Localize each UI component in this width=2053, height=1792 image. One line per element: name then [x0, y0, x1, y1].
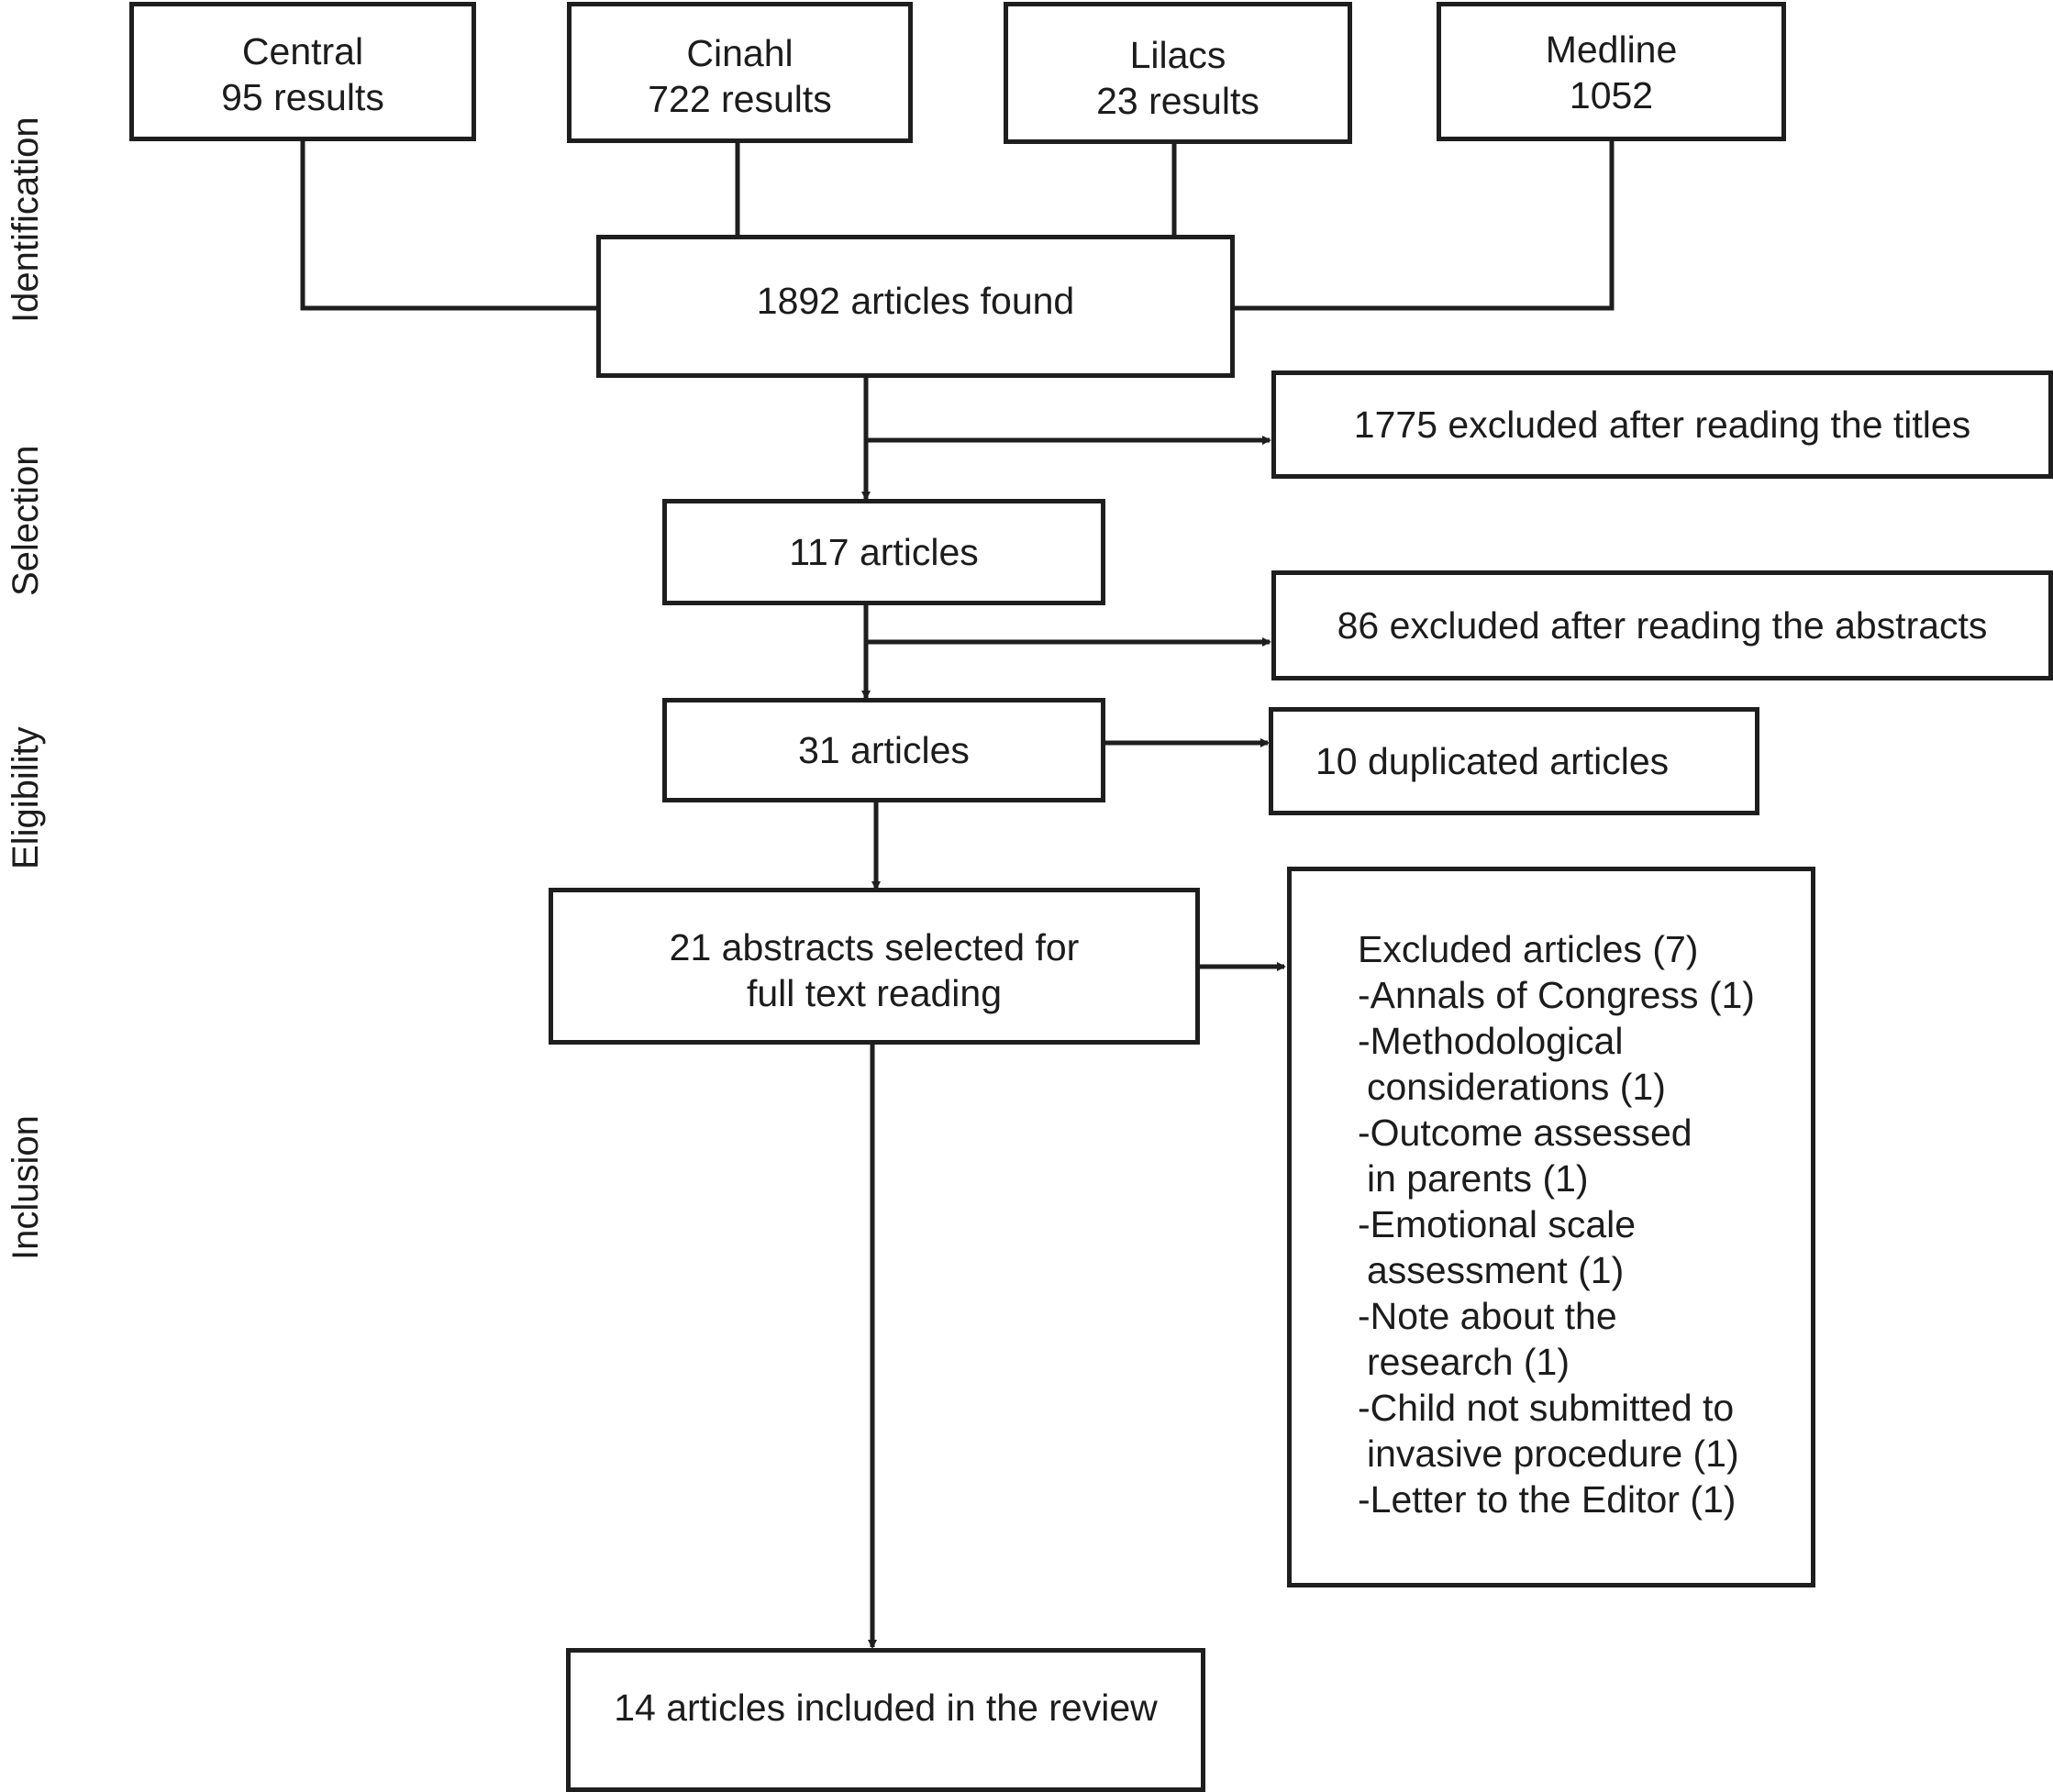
source-name: Medline [1545, 28, 1678, 71]
source-count: 722 results [648, 78, 832, 120]
included-text: 14 articles included in the review [614, 1687, 1158, 1729]
exclusion-item: -Emotional scale [1358, 1203, 1637, 1245]
exclusion-heading: Excluded articles (7) [1358, 928, 1699, 970]
full-text-exclusion-box [1287, 867, 1815, 1587]
exclusion-item: -Outcome assessed [1358, 1112, 1692, 1154]
full-text-selection-box: 21 abstracts selected for full text read… [549, 888, 1200, 1045]
source-count: 1052 [1569, 74, 1654, 116]
articles-found-text: 1892 articles found [756, 280, 1075, 322]
medline-connector [1232, 139, 1615, 311]
exclusion-item-continued: assessment (1) [1367, 1249, 1625, 1291]
source-name: Cinahl [686, 32, 793, 74]
source-name: Central [241, 30, 364, 72]
titles-exclusion-box: 1775 excluded after reading the titles [1271, 371, 2053, 479]
source-name: Lilacs [1129, 34, 1226, 76]
stage-label-identification: Identification [6, 116, 46, 323]
exclusion-item: -Child not submitted to [1358, 1387, 1735, 1429]
full-text-exclusion-list: Excluded articles (7) -Annals of Congres… [1358, 926, 1755, 1522]
exclusion-item-continued: invasive procedure (1) [1367, 1432, 1739, 1475]
after-abstracts-text: 31 articles [798, 729, 970, 771]
stage-label-selection: Selection [6, 445, 46, 596]
source-count: 23 results [1096, 80, 1260, 122]
duplicates-text: 10 duplicated articles [1315, 740, 1670, 782]
exclusion-item: -Methodological [1358, 1020, 1624, 1062]
abstracts-exclusion-text: 86 excluded after reading the abstracts [1337, 604, 1988, 647]
articles-found-box: 1892 articles found [596, 235, 1235, 378]
duplicates-box: 10 duplicated articles [1269, 707, 1759, 815]
central-connector [300, 139, 598, 311]
stage-label-eligibility: Eligibility [6, 726, 46, 869]
abstracts-exclusion-box: 86 excluded after reading the abstracts [1271, 570, 2053, 680]
after-titles-text: 117 articles [789, 531, 979, 573]
exclusion-item-continued: research (1) [1367, 1341, 1570, 1383]
full-text-line-1: 21 abstracts selected for [669, 926, 1080, 968]
exclusion-item: -Annals of Congress (1) [1358, 974, 1755, 1016]
source-count: 95 results [221, 76, 384, 118]
full-text-line-2: full text reading [746, 972, 1003, 1014]
stage-label-inclusion: Inclusion [6, 1115, 46, 1260]
source-box-lilacs: Lilacs 23 results [1004, 2, 1352, 144]
after-abstracts-box: 31 articles [662, 698, 1105, 802]
exclusion-item: -Letter to the Editor (1) [1358, 1478, 1737, 1521]
exclusion-item: -Note about the [1358, 1295, 1617, 1337]
source-box-central: Central 95 results [129, 2, 476, 141]
source-box-medline: Medline 1052 [1437, 2, 1786, 141]
after-titles-box: 117 articles [662, 499, 1105, 605]
exclusion-item-continued: considerations (1) [1367, 1066, 1666, 1108]
source-box-cinahl: Cinahl 722 results [567, 2, 913, 143]
titles-exclusion-text: 1775 excluded after reading the titles [1353, 404, 1971, 446]
exclusion-item-continued: in parents (1) [1367, 1157, 1589, 1200]
included-box: 14 articles included in the review [566, 1648, 1205, 1792]
